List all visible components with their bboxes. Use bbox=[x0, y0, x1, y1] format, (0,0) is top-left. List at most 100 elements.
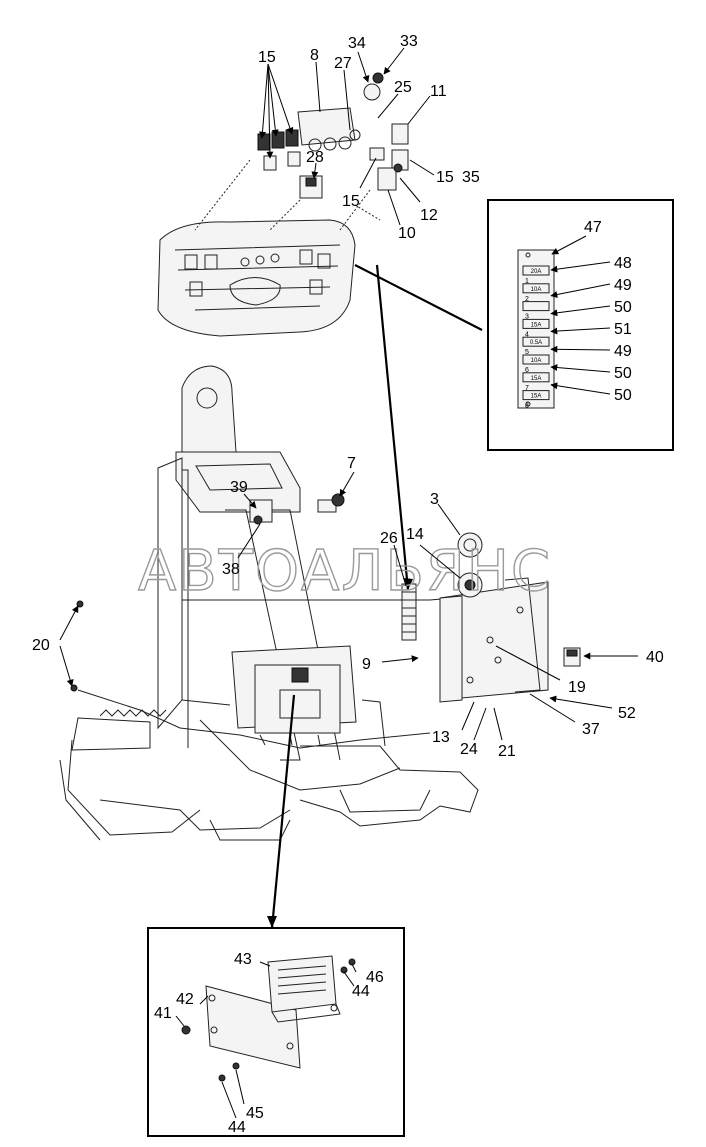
fuse-8 bbox=[522, 390, 550, 401]
callout-35: 35 bbox=[462, 169, 480, 186]
brake-switch-7 bbox=[317, 493, 345, 513]
fuse-slot-2: 2 bbox=[525, 296, 529, 303]
callout-10: 10 bbox=[398, 225, 416, 242]
fuse-callout-47: 47 bbox=[584, 219, 602, 236]
ecu-inset: 43 46 44 42 41 45 44 bbox=[147, 927, 405, 1137]
callout-37: 37 bbox=[582, 721, 600, 738]
callout-7: 7 bbox=[347, 455, 356, 472]
inset-link-fuse-block bbox=[375, 264, 410, 591]
column-post bbox=[175, 365, 301, 513]
fuse-leader-4 bbox=[550, 327, 611, 335]
fuse-slot-5: 5 bbox=[525, 349, 529, 356]
fuse-slot-6: 6 bbox=[525, 367, 529, 374]
callout-45: 45 bbox=[246, 1105, 264, 1122]
rocker-switches bbox=[257, 129, 301, 171]
callout-13: 13 bbox=[432, 729, 450, 746]
fuse-4 bbox=[522, 318, 550, 329]
callout-15c: 15 bbox=[342, 193, 360, 210]
fuse-5 bbox=[522, 336, 550, 347]
right-bracket bbox=[439, 577, 549, 703]
callout-19: 19 bbox=[568, 679, 586, 696]
washer-44-upper bbox=[340, 966, 348, 974]
callout-9: 9 bbox=[362, 656, 371, 673]
fuse-callout-7: 50 bbox=[614, 387, 632, 404]
fuse-rating-2: 10A bbox=[531, 287, 542, 293]
right-switch-block bbox=[369, 123, 409, 191]
callout-27: 27 bbox=[334, 55, 352, 72]
inset-arrow-ecu bbox=[267, 916, 277, 928]
callout-41: 41 bbox=[154, 1005, 172, 1022]
inset-arrow-fuse-block bbox=[403, 578, 413, 590]
fuse-rating-8: 15A bbox=[531, 394, 542, 400]
fuse-2 bbox=[522, 283, 550, 294]
callout-43: 43 bbox=[234, 951, 252, 968]
callout-26: 26 bbox=[380, 530, 398, 547]
callout-46: 46 bbox=[366, 969, 384, 986]
fuse-callout-2: 49 bbox=[614, 277, 632, 294]
nut-45 bbox=[232, 1062, 240, 1070]
callout-8: 8 bbox=[310, 47, 319, 64]
fuse-slot-3: 3 bbox=[525, 314, 529, 321]
fuse-callout-4: 51 bbox=[614, 321, 632, 338]
watermark: АВТОАЛЬЯНС bbox=[138, 539, 552, 604]
fuse-callout-3: 50 bbox=[614, 299, 632, 316]
fuse-slot-4: 4 bbox=[525, 331, 529, 338]
buzzer-3 bbox=[457, 532, 483, 558]
callout-44-lower: 44 bbox=[228, 1119, 246, 1136]
fuse-rating-6: 10A bbox=[531, 358, 542, 364]
fuse-rating-7: 15A bbox=[531, 376, 542, 382]
callout-40: 40 bbox=[646, 649, 664, 666]
fuse-callout-6: 50 bbox=[614, 365, 632, 382]
fuse-leader-6 bbox=[550, 364, 611, 373]
callout-44-upper: 44 bbox=[352, 983, 370, 1000]
inset-link-fuse bbox=[354, 264, 483, 331]
fuse-leader-5 bbox=[550, 345, 611, 353]
fuse-callout-1: 48 bbox=[614, 255, 632, 272]
ecu-mounted bbox=[231, 645, 357, 746]
fuse-leader-2 bbox=[550, 283, 611, 298]
callout-3: 3 bbox=[430, 491, 439, 508]
callout-21: 21 bbox=[498, 743, 516, 760]
fuse-rating-4: 15A bbox=[531, 322, 542, 328]
callout-12: 12 bbox=[420, 207, 438, 224]
fuse-leader-3 bbox=[550, 305, 611, 317]
inset-link-ecu bbox=[270, 694, 296, 929]
fuse-6 bbox=[522, 354, 550, 365]
connector-28 bbox=[299, 175, 323, 199]
callout-39: 39 bbox=[230, 479, 248, 496]
ecu-module-43 bbox=[267, 955, 341, 1023]
callout-28: 28 bbox=[306, 149, 324, 166]
bolt-41 bbox=[181, 1025, 191, 1035]
callout-52: 52 bbox=[618, 705, 636, 722]
switch-panel bbox=[297, 107, 361, 152]
washer-44-lower bbox=[218, 1074, 226, 1082]
callout-15b: 15 bbox=[436, 169, 454, 186]
fuse-1 bbox=[522, 265, 550, 276]
sensor-39 bbox=[249, 499, 273, 525]
bolts-20 bbox=[70, 600, 84, 692]
callout-14: 14 bbox=[406, 526, 424, 543]
fuse-7 bbox=[522, 372, 550, 383]
fuse-leader-1 bbox=[550, 261, 611, 273]
fuse-leader-7 bbox=[550, 382, 611, 395]
steering-console bbox=[157, 219, 356, 337]
callout-24: 24 bbox=[460, 741, 478, 758]
callout-34: 34 bbox=[348, 35, 366, 52]
callout-33: 33 bbox=[400, 33, 418, 50]
callout-25: 25 bbox=[394, 79, 412, 96]
callout-15: 15 bbox=[258, 49, 276, 66]
key-switch bbox=[363, 72, 384, 101]
fuse-inset-frame bbox=[487, 199, 674, 451]
fuse-slot-7: 7 bbox=[525, 385, 529, 392]
fuse-rating-5: 0.5A bbox=[530, 340, 542, 346]
callout-11: 11 bbox=[430, 83, 447, 100]
fuse-callout-5: 49 bbox=[614, 343, 632, 360]
leader-lines bbox=[59, 47, 638, 741]
relay-40 bbox=[563, 647, 581, 667]
connector-14 bbox=[457, 572, 483, 598]
callout-38: 38 bbox=[222, 561, 240, 578]
fuse-3 bbox=[522, 301, 550, 312]
callout-42: 42 bbox=[176, 991, 194, 1008]
